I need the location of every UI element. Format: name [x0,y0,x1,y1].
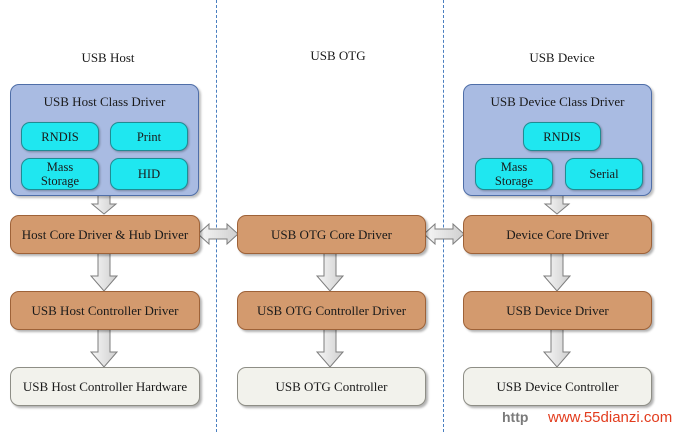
host-core-driver-box: Host Core Driver & Hub Driver [10,215,200,254]
device-column-title: USB Device [529,50,595,65]
device-class-mass-storage: Mass Storage [475,158,553,190]
arrow-otg-core-to-controller-driver [315,252,345,292]
host-class-hid: HID [110,158,188,190]
watermark-site: www.55dianzi.com [548,409,673,426]
device-driver-box: USB Device Driver [463,291,652,330]
device-class-rndis: RNDIS [523,122,601,151]
arrow-host-controller-driver-to-hardware [89,328,119,368]
watermark-prefix: http [502,409,529,425]
arrow-device-driver-to-controller [542,328,572,368]
otg-column-title: USB OTG [310,48,366,63]
arrow-host-core-to-controller-driver [89,252,119,292]
column-divider-left [216,0,217,432]
otg-controller-box: USB OTG Controller [237,367,426,406]
arrow-host-class-to-core [90,193,118,215]
device-class-serial: Serial [565,158,643,190]
device-class-driver-title: USB Device Class Driver [490,94,625,109]
host-class-mass-storage: Mass Storage [21,158,99,190]
device-core-driver-box: Device Core Driver [463,215,652,254]
device-controller-box: USB Device Controller [463,367,652,406]
arrow-device-core-to-device-driver [542,252,572,292]
otg-controller-driver-box: USB OTG Controller Driver [237,291,426,330]
host-controller-hardware-box: USB Host Controller Hardware [10,367,200,406]
host-class-print: Print [110,122,188,151]
arrow-device-class-to-core [543,193,571,215]
arrow-host-core-otg-core [197,222,239,246]
arrow-otg-controller-driver-to-controller [315,328,345,368]
host-column-title: USB Host [81,50,135,65]
column-divider-right [443,0,444,432]
host-class-rndis: RNDIS [21,122,99,151]
host-class-driver-title: USB Host Class Driver [43,94,166,109]
host-controller-driver-box: USB Host Controller Driver [10,291,200,330]
arrow-otg-core-device-core [423,222,465,246]
otg-core-driver-box: USB OTG Core Driver [237,215,426,254]
